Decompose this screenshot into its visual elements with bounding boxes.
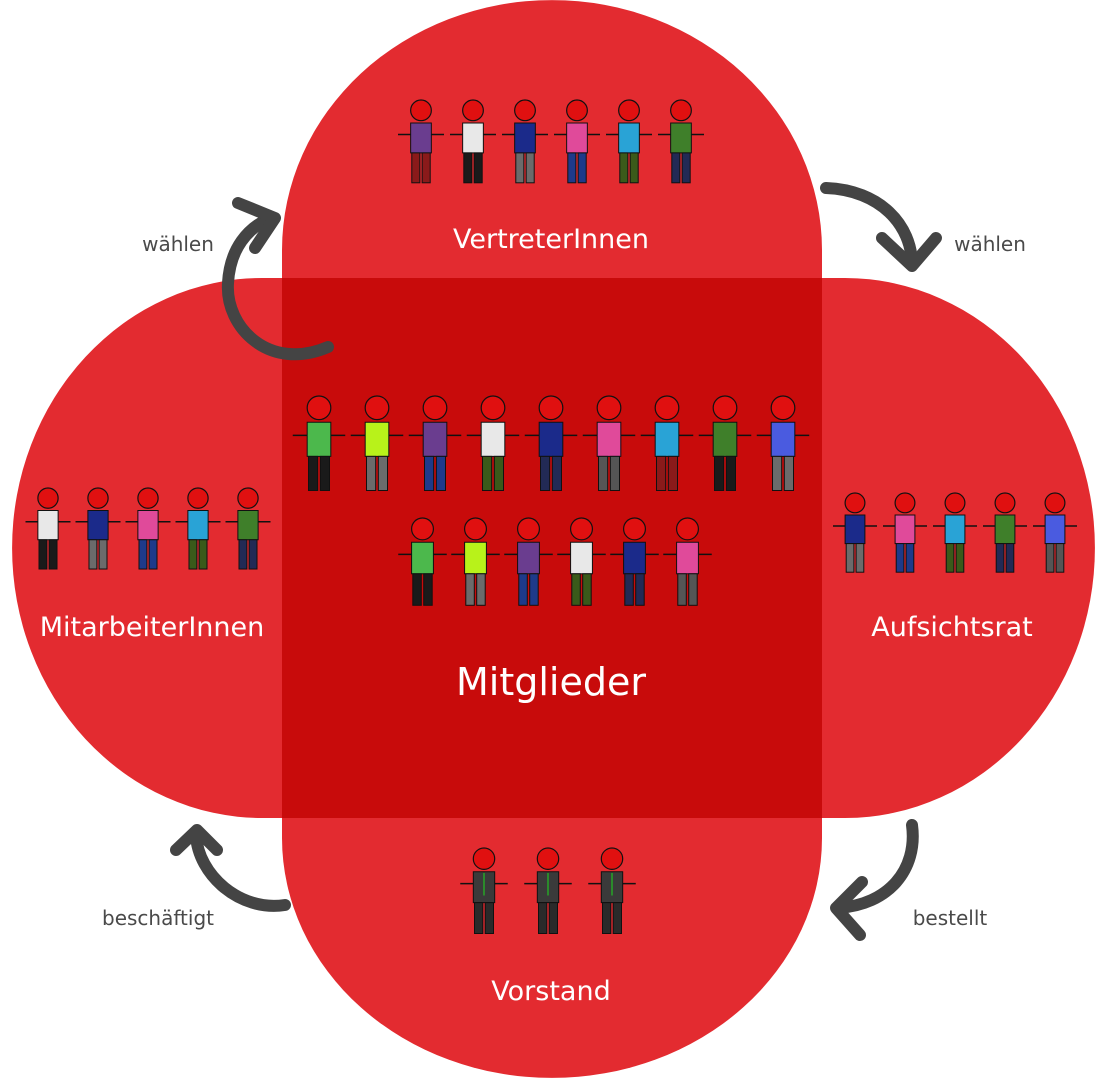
arrow-label-top-right: wählen (954, 232, 1026, 256)
person-icon (588, 847, 636, 934)
person-icon (125, 487, 171, 570)
person-icon (933, 492, 977, 573)
person-icon (606, 99, 652, 184)
person-icon (610, 517, 659, 606)
person-icon (408, 395, 462, 491)
people-group-left (25, 487, 271, 570)
person-icon (640, 395, 694, 491)
people-group-right (833, 492, 1077, 573)
person-icon (451, 517, 500, 606)
person-icon (398, 99, 444, 184)
label-vorstand: Vorstand (491, 976, 611, 1007)
person-icon (883, 492, 927, 573)
person-icon (524, 395, 578, 491)
people-group-bottom (460, 847, 636, 934)
label-mitglieder: Mitglieder (456, 660, 646, 704)
center-square (282, 278, 822, 818)
person-icon (833, 492, 877, 573)
person-icon (557, 517, 606, 606)
person-icon (175, 487, 221, 570)
person-icon (75, 487, 121, 570)
people-layer (25, 99, 1077, 934)
arrows (170, 182, 942, 941)
person-icon (292, 395, 346, 491)
person-icon (983, 492, 1027, 573)
person-icon (554, 99, 600, 184)
person-icon (25, 487, 71, 570)
petal-bottom (282, 818, 822, 1078)
people-group-center-row2 (398, 517, 712, 606)
people-group-top (398, 99, 704, 184)
petal-top (282, 0, 822, 279)
person-icon (460, 847, 508, 934)
label-mitarbeiterinnen: MitarbeiterInnen (39, 612, 265, 643)
person-icon (450, 99, 496, 184)
label-vertreterinnen: VertreterInnen (452, 224, 650, 255)
arrow-bottom-right-icon (830, 819, 919, 941)
person-icon (582, 395, 636, 491)
arrow-label-bottom-left: beschäftigt (102, 906, 214, 930)
person-icon (225, 487, 271, 570)
person-icon (524, 847, 572, 934)
arrow-top-right-icon (820, 182, 942, 272)
arrow-bottom-left-icon (170, 824, 291, 912)
person-icon (658, 99, 704, 184)
person-icon (350, 395, 404, 491)
arrow-top-left-icon (221, 197, 334, 361)
person-icon (756, 395, 810, 491)
person-icon (663, 517, 712, 606)
people-group-center-row1 (292, 395, 810, 491)
arrow-label-top-left: wählen (142, 232, 214, 256)
person-icon (398, 517, 447, 606)
person-icon (698, 395, 752, 491)
label-aufsichtsrat: Aufsichtsrat (871, 612, 1033, 643)
person-icon (466, 395, 520, 491)
person-icon (502, 99, 548, 184)
person-icon (1033, 492, 1077, 573)
person-icon (504, 517, 553, 606)
arrow-label-bottom-right: bestellt (912, 906, 988, 930)
